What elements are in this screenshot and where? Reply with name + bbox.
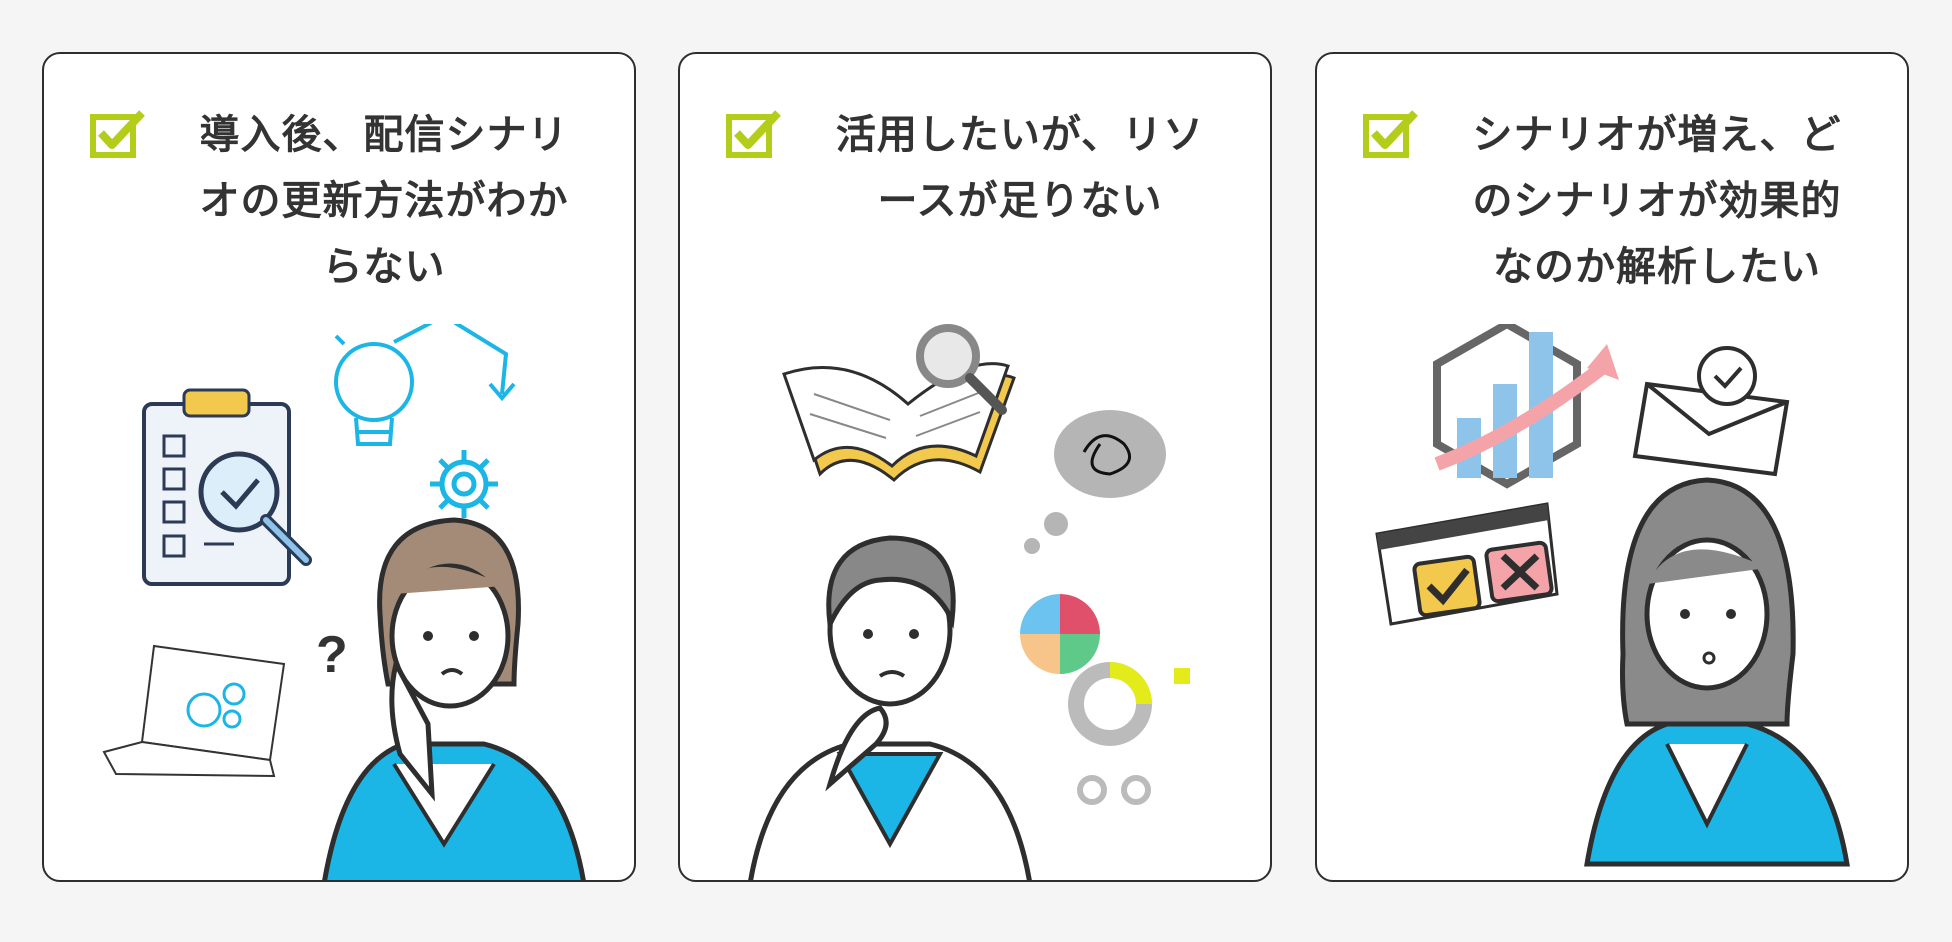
- card-title-line: なのか解析したい: [1493, 244, 1821, 290]
- check-icon: [726, 110, 781, 158]
- card-title-line: オの更新方法がわか: [199, 178, 569, 224]
- confused-woman-illustration: ?: [102, 324, 586, 880]
- woman-figure: [1584, 477, 1850, 867]
- gear-icon: [430, 450, 498, 518]
- woman-figure: [322, 517, 586, 880]
- card-title-line: ースが足りない: [877, 178, 1163, 224]
- check-icon: [90, 110, 145, 158]
- laptop-icon: [102, 644, 286, 778]
- issue-card-2: 活用したいが、リソ ースが足りない: [678, 52, 1272, 882]
- bar-chart-icon: [1433, 324, 1619, 489]
- pie-chart-icon: [1020, 594, 1100, 674]
- donut-chart-icon: [1068, 662, 1190, 805]
- card-title-line: 活用したいが、リソ: [835, 112, 1205, 158]
- card-title-line: 導入後、配信シナリ: [199, 112, 569, 158]
- lightbulb-icon: [334, 324, 516, 446]
- magnifier-icon: [198, 451, 312, 566]
- man-figure: [748, 535, 1032, 880]
- svg-text:?: ?: [316, 626, 348, 684]
- envelope-icon: [1632, 346, 1790, 477]
- issue-card-1: 導入後、配信シナリ オの更新方法がわか らない: [42, 52, 636, 882]
- card-title: シナリオが増え、ど のシナリオが効果的 なのか解析したい: [1427, 102, 1887, 300]
- book-icon: [782, 362, 1016, 483]
- card-title: 導入後、配信シナリ オの更新方法がわか らない: [154, 102, 614, 300]
- analyzing-woman-illustration: [1375, 324, 1850, 867]
- choice-window-icon: [1375, 502, 1559, 626]
- card-title: 活用したいが、リソ ースが足りない: [790, 102, 1250, 234]
- check-icon: [1363, 110, 1418, 158]
- magnifier-icon: [916, 324, 1007, 415]
- card-title-line: のシナリオが効果的: [1472, 178, 1842, 224]
- card-title-line: らない: [322, 244, 446, 290]
- issue-card-3: シナリオが増え、ど のシナリオが効果的 なのか解析したい: [1315, 52, 1909, 882]
- card-title-line: シナリオが増え、ど: [1472, 112, 1842, 158]
- confused-man-illustration: [748, 324, 1190, 880]
- thought-cloud-icon: [1024, 410, 1166, 554]
